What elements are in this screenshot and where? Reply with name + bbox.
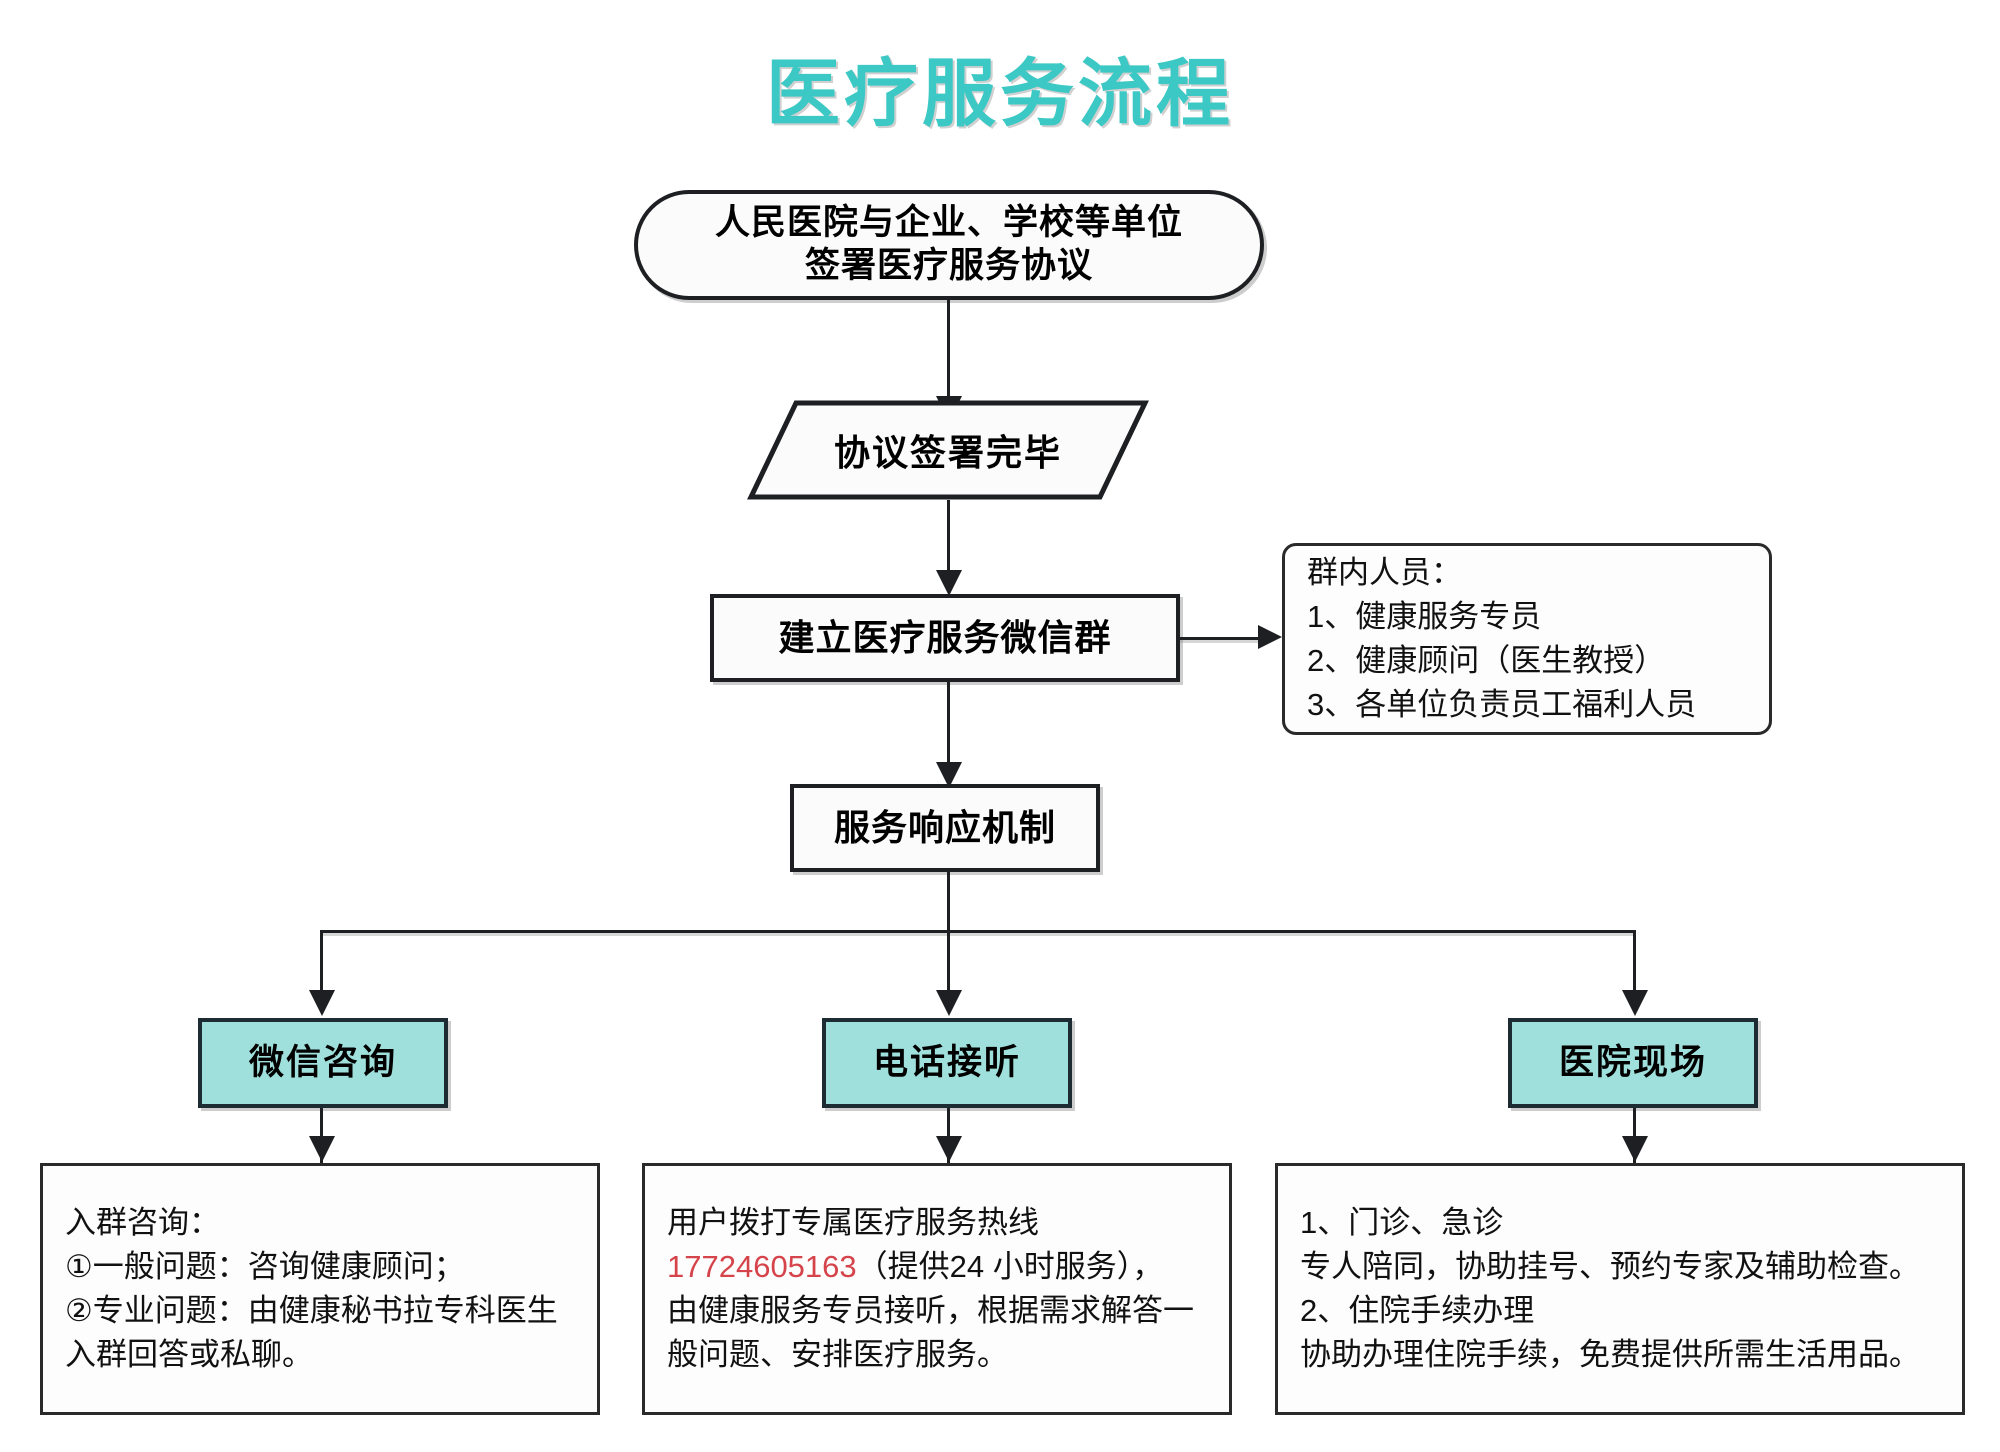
connector-group-to-response	[947, 682, 950, 782]
node-milestone: 协议签署完毕	[747, 400, 1149, 500]
node-start: 人民医院与企业、学校等单位 签署医疗服务协议	[634, 190, 1264, 300]
detail-onsite-line-2: 2、住院手续办理	[1300, 1293, 1535, 1328]
arrowhead-branch-right	[1622, 990, 1648, 1016]
node-response-mechanism: 服务响应机制	[790, 784, 1100, 872]
connector-branch-right	[1633, 930, 1636, 1002]
page-title: 医疗服务流程	[766, 52, 1234, 135]
detail-wechat: 入群咨询： ①一般问题：咨询健康顾问； ②专业问题：由健康秘书拉专科医生 入群回…	[40, 1163, 600, 1415]
connector-group-to-note	[1180, 637, 1262, 640]
node-channel-wechat-label: 微信咨询	[248, 1042, 397, 1082]
arrowhead-branch-left	[309, 990, 335, 1016]
node-start-line2: 签署医疗服务协议	[804, 246, 1093, 285]
arrowhead-group-to-response	[936, 762, 962, 788]
arrowhead-branch-middle	[936, 990, 962, 1016]
arrowhead-wechat-to-detail	[309, 1136, 335, 1162]
detail-wechat-line-3: 入群回答或私聊。	[65, 1337, 313, 1373]
node-response-mechanism-label: 服务响应机制	[833, 807, 1056, 849]
note-group-members-line-2: 2、健康顾问（医生教授）	[1307, 643, 1666, 678]
detail-phone: 用户拨打专属医疗服务热线 17724605163（提供24 小时服务）， 由健康…	[642, 1163, 1232, 1415]
connector-branch-bar	[320, 930, 1635, 933]
detail-phone-hotline-line: 17724605163（提供24 小时服务），	[667, 1245, 1207, 1289]
arrowhead-group-to-note	[1258, 625, 1282, 649]
node-channel-phone: 电话接听	[822, 1018, 1072, 1108]
arrowhead-phone-to-detail	[936, 1136, 962, 1162]
note-group-members-line-3: 3、各单位负责员工福利人员	[1307, 687, 1697, 723]
node-channel-phone-label: 电话接听	[872, 1042, 1021, 1082]
connector-branch-middle	[947, 930, 950, 1002]
connector-branch-left	[320, 930, 323, 1002]
detail-wechat-line-2: ②专业问题：由健康秘书拉专科医生	[65, 1293, 558, 1328]
detail-phone-line-3: 般问题、安排医疗服务。	[667, 1337, 1008, 1373]
node-milestone-label: 协议签署完毕	[833, 432, 1062, 473]
detail-onsite-line-3: 协助办理住院手续，免费提供所需生活用品。	[1300, 1337, 1920, 1373]
detail-onsite-line-0: 1、门诊、急诊	[1300, 1204, 1504, 1240]
hotline-number: 17724605163	[667, 1248, 857, 1284]
detail-wechat-line-1: ①一般问题：咨询健康顾问；	[65, 1248, 465, 1284]
node-channel-onsite-label: 医院现场	[1558, 1042, 1707, 1082]
connector-milestone-to-group	[947, 500, 950, 590]
node-channel-wechat: 微信咨询	[198, 1018, 448, 1108]
parallelogram-shape	[747, 400, 1149, 500]
node-channel-onsite: 医院现场	[1508, 1018, 1758, 1108]
arrowhead-onsite-to-detail	[1622, 1136, 1648, 1162]
arrowhead-milestone-to-group	[936, 570, 962, 596]
note-group-members-line-1: 1、健康服务专员	[1307, 598, 1542, 634]
node-create-group: 建立医疗服务微信群	[710, 594, 1180, 682]
detail-onsite-line-1: 专人陪同，协助挂号、预约专家及辅助检查。	[1300, 1248, 1920, 1284]
node-create-group-label: 建立医疗服务微信群	[778, 617, 1112, 659]
detail-phone-line-2: 由健康服务专员接听，根据需求解答一	[667, 1293, 1194, 1328]
note-group-members: 群内人员： 1、健康服务专员 2、健康顾问（医生教授） 3、各单位负责员工福利人…	[1282, 543, 1772, 735]
connector-start-to-milestone	[947, 300, 950, 404]
node-start-line1: 人民医院与企业、学校等单位	[714, 203, 1183, 243]
hotline-suffix: （提供24 小时服务），	[856, 1248, 1164, 1284]
detail-onsite: 1、门诊、急诊 专人陪同，协助挂号、预约专家及辅助检查。 2、住院手续办理 协助…	[1275, 1163, 1965, 1415]
detail-wechat-line-0: 入群咨询：	[65, 1204, 220, 1240]
detail-phone-line-0: 用户拨打专属医疗服务热线	[667, 1204, 1039, 1240]
connector-response-trunk	[947, 872, 950, 932]
note-group-members-line-0: 群内人员：	[1307, 554, 1462, 590]
